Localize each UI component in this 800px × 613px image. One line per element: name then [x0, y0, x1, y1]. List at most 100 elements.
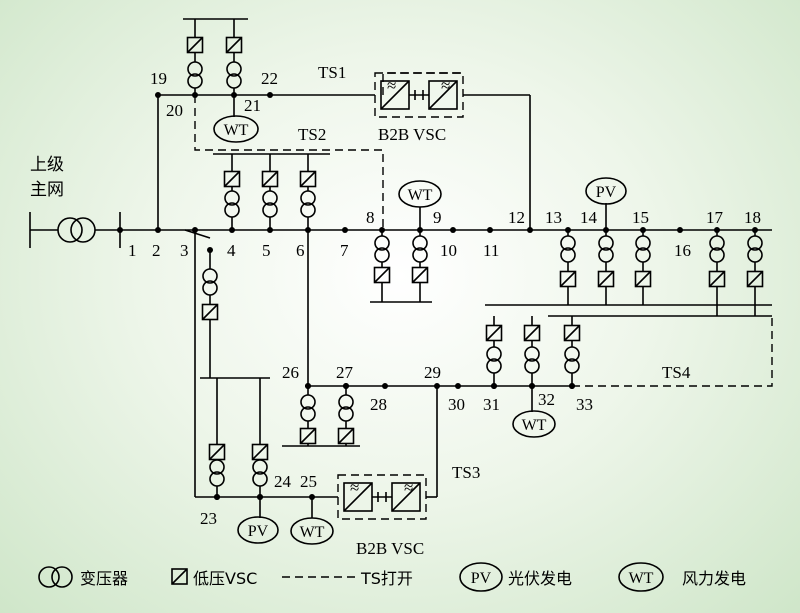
lv-branch-26 [299, 383, 317, 446]
b2b-vsc-bottom-icon: ≈≈ [337, 474, 427, 520]
legend-pv-icon [459, 562, 503, 592]
node-label-16: 16 [674, 241, 691, 260]
node-label-30: 30 [448, 395, 465, 414]
pv-node-14: PV [585, 177, 627, 205]
node-label-2: 2 [152, 241, 161, 260]
lv-branch-right-5 [746, 227, 764, 316]
legend-vsc-icon [171, 568, 188, 585]
lv-branch-31 [485, 316, 503, 389]
node-label-31: 31 [483, 395, 500, 414]
svg-text:WT: WT [300, 524, 325, 541]
lv-branch-33 [563, 316, 581, 389]
legend-wt-icon [618, 562, 664, 592]
svg-text:WT: WT [522, 417, 547, 434]
switch-label-ts3: TS3 [452, 463, 480, 482]
svg-text:WT: WT [224, 122, 249, 139]
lv-branch-right-2 [597, 227, 615, 305]
legend: 变压器 低压VSC TS打开 PV 光伏发电 WT 风力发电 [38, 562, 746, 592]
node-label-15: 15 [632, 208, 649, 227]
node-label-25: 25 [300, 472, 317, 491]
legend-pv-symbol: PV [471, 570, 492, 587]
node-label-21: 21 [244, 96, 261, 115]
node-label-7: 7 [340, 241, 349, 260]
node-label-17: 17 [706, 208, 724, 227]
main-feeder [29, 212, 772, 248]
node-label-24: 24 [274, 472, 292, 491]
lv-branch-top-2 [225, 19, 243, 95]
node-label-12: 12 [508, 208, 525, 227]
node-label-8: 8 [366, 208, 375, 227]
lv-branch-32 [523, 316, 541, 389]
lv-branch-5 [261, 154, 279, 233]
lv-branch-27 [337, 383, 355, 446]
grid-label-line1: 上级 [30, 155, 64, 175]
branch-19-22 [157, 94, 531, 230]
node-label-13: 13 [545, 208, 562, 227]
node-label-10: 10 [440, 241, 457, 260]
node-label-6: 6 [296, 241, 305, 260]
gen-24-25-connection [259, 497, 313, 518]
legend-wt-symbol: WT [629, 570, 654, 587]
node-label-11: 11 [483, 241, 499, 260]
lv-branch-4 [223, 154, 241, 233]
switch-label-ts1: TS1 [318, 63, 346, 82]
legend-wt-label: 风力发电 [682, 569, 746, 588]
legend-transformer-icon [38, 566, 60, 588]
main-transformer-icon [57, 217, 96, 243]
wt-node-25: WT [290, 517, 334, 545]
node-label-5: 5 [262, 241, 271, 260]
lv-branch-top-1 [186, 19, 204, 95]
b2b-vsc-label-1: B2B VSC [378, 125, 446, 144]
switch-label-ts4: TS4 [662, 363, 691, 382]
lv-branch-6 [299, 154, 317, 233]
node-label-1: 1 [128, 241, 137, 260]
pv-node-24: PV [237, 516, 279, 544]
node-label-33: 33 [576, 395, 593, 414]
node-label-3: 3 [180, 241, 189, 260]
legend-transformer-label: 变压器 [80, 569, 128, 588]
node-label-27: 27 [336, 363, 354, 382]
wt-node-32: WT [512, 410, 556, 438]
node-label-18: 18 [744, 208, 761, 227]
lv-branch-right-4 [708, 227, 726, 316]
lv-branch-8 [373, 227, 391, 302]
node-label-29: 29 [424, 363, 441, 382]
ts-dashed-lines [194, 72, 773, 387]
lv-branch-23 [208, 378, 226, 500]
node-label-20: 20 [166, 101, 183, 120]
grid-label-line2: 主网 [30, 180, 64, 200]
b2b-vsc-top-icon: ≈≈ [374, 72, 464, 118]
node-label-32: 32 [538, 390, 555, 409]
lv-branch-9 [411, 227, 429, 302]
wt-node-9: WT [398, 180, 442, 208]
lv-branch-right-3 [634, 227, 652, 305]
b2b-vsc-label-2: B2B VSC [356, 539, 424, 558]
bus-node-dots [117, 92, 683, 500]
legend-pv-label: 光伏发电 [508, 569, 572, 588]
svg-text:≈: ≈ [350, 478, 359, 497]
wt-node-21: WT [213, 115, 259, 143]
node-label-26: 26 [282, 363, 299, 382]
node-label-9: 9 [433, 208, 442, 227]
node-label-4: 4 [227, 241, 236, 260]
lv-branch-right-1 [559, 227, 577, 305]
svg-text:PV: PV [248, 523, 269, 540]
legend-ts-label: TS打开 [360, 569, 413, 588]
legend-vsc-label: 低压VSC [193, 569, 257, 588]
node-label-23: 23 [200, 509, 217, 528]
node-labels: 1 2 3 4 5 6 7 8 9 10 11 12 13 14 15 16 1… [128, 69, 761, 528]
svg-text:≈: ≈ [404, 478, 413, 497]
node-label-14: 14 [580, 208, 598, 227]
lv-branch-3 [201, 247, 219, 378]
lv-buses [183, 18, 772, 447]
switch-label-ts2: TS2 [298, 125, 326, 144]
svg-text:≈: ≈ [387, 76, 396, 95]
node-label-22: 22 [261, 69, 278, 88]
svg-text:PV: PV [596, 184, 617, 201]
node-label-28: 28 [370, 395, 387, 414]
svg-text:WT: WT [408, 187, 433, 204]
lv-branch-24 [251, 378, 269, 500]
